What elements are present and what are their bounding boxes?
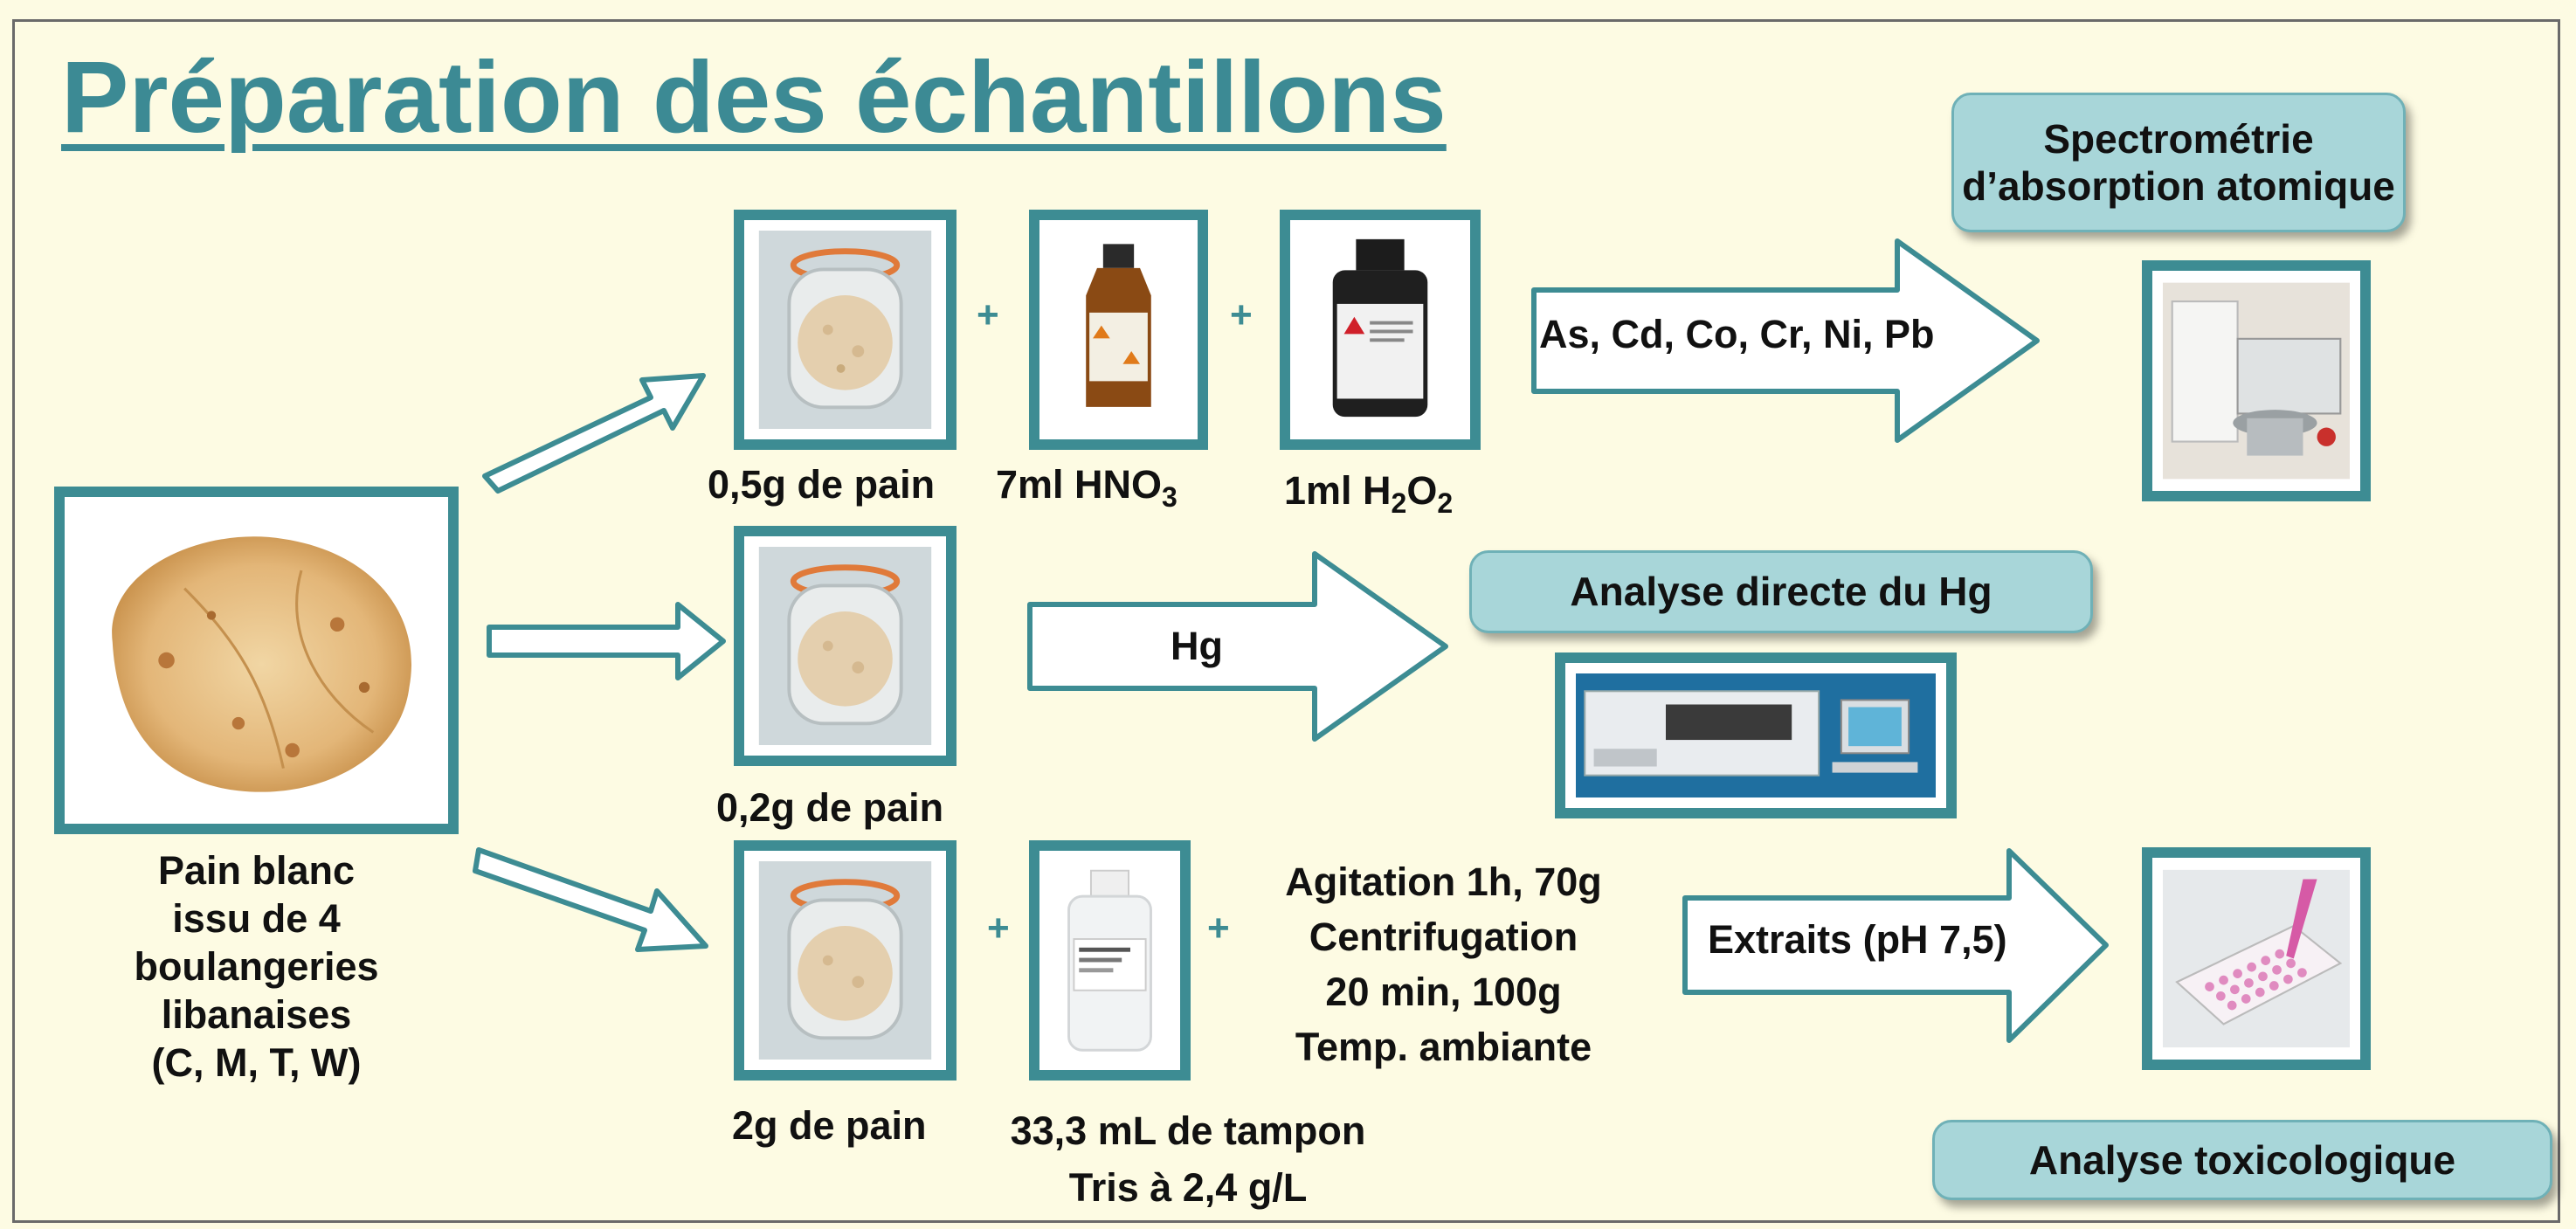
arrow-extracts [1682,848,2109,1043]
flatbread-image [112,536,412,792]
aas-box: Spectrométrie d’absorption atomique [1951,93,2406,232]
condition-line: Temp. ambiante [1295,1025,1592,1069]
peroxide-text: 1ml H [1284,468,1392,513]
plus-sign: + [987,907,1010,949]
acid-bottle-photo [1029,210,1208,450]
peroxide-bottle-photo [1280,210,1481,450]
acid-subscript: 3 [1162,481,1178,513]
row1-bread-label: 0,5g de pain [708,462,936,507]
bread-photo [54,487,459,834]
jar-photo-row3 [734,840,957,1081]
peroxide-subscript: 2 [1391,487,1407,519]
hg-analysis-label: Analyse directe du Hg [1570,569,1992,615]
arrow-to-row3 [473,847,708,952]
aas-instrument-photo [2142,260,2371,501]
row2-bread-label: 0,2g de pain [716,785,944,830]
condition-line: Agitation 1h, 70g [1285,860,1602,904]
plus-sign: + [1207,907,1230,949]
acid-label: 7ml HNO3 [996,461,1178,514]
brown-bottle-image [1050,231,1187,429]
row3-bread-label: 2g de pain [732,1103,927,1148]
mercury-label: Hg [1171,624,1223,668]
buffer-bottle-photo [1029,840,1191,1081]
microplate-image [2163,869,2350,1048]
buffer-line: Tris à 2,4 g/L [1068,1165,1308,1211]
peroxide-label: 1ml H2O2 [1284,467,1453,521]
acid-text: 7ml HNO [996,462,1163,507]
slide-title: Préparation des échantillons [61,40,1447,154]
source-line: issu de 4 [172,895,341,941]
spectrometer-image [2163,282,2350,480]
source-description: Pain blanc issu de 4 boulangeries libana… [54,847,459,1087]
buffer-description: 33,3 mL de tampon Tris à 2,4 g/L [974,1102,1402,1217]
conditions-text: Agitation 1h, 70g Centrifugation 20 min,… [1245,854,1642,1074]
jar-image [758,861,932,1060]
toxicology-photo [2142,847,2371,1070]
jar-photo-row2 [734,526,957,766]
plus-sign: + [977,293,999,336]
jar-image [758,547,932,745]
arrow-to-row1 [482,373,706,494]
peroxide-oxygen: O [1406,468,1438,513]
hg-analyzer-photo [1555,652,1957,818]
buffer-line: 33,3 mL de tampon [1010,1108,1366,1153]
mercury-analyzer-image [1576,673,1936,797]
buffer-bottle-image [1050,861,1170,1060]
source-line: libanaises [161,991,352,1037]
toxicology-label: Analyse toxicologique [2028,1136,2456,1183]
plus-sign: + [1230,293,1253,336]
condition-line: 20 min, 100g [1325,970,1562,1014]
black-bottle-image [1302,231,1458,429]
source-line: Pain blanc [157,848,356,893]
peroxide-subscript: 2 [1437,487,1454,519]
aas-line: d’absorption atomique [1962,163,2395,209]
condition-line: Centrifugation [1309,915,1578,959]
arrow-metals [1531,238,2040,443]
aas-line: Spectrométrie [2043,115,2314,162]
arrow-mercury [1027,551,1448,742]
metals-label: As, Cd, Co, Cr, Ni, Pb [1539,312,1935,356]
arrow-to-row2 [487,602,726,680]
toxicology-box: Analyse toxicologique [1932,1120,2552,1200]
source-line: boulangeries [134,943,379,989]
extracts-label: Extraits (pH 7,5) [1708,917,2007,962]
hg-analysis-box: Analyse directe du Hg [1469,550,2093,633]
source-line: (C, M, T, W) [151,1039,362,1085]
slide-frame [12,19,2560,1223]
jar-photo-row1 [734,210,957,450]
jar-image [758,231,932,429]
